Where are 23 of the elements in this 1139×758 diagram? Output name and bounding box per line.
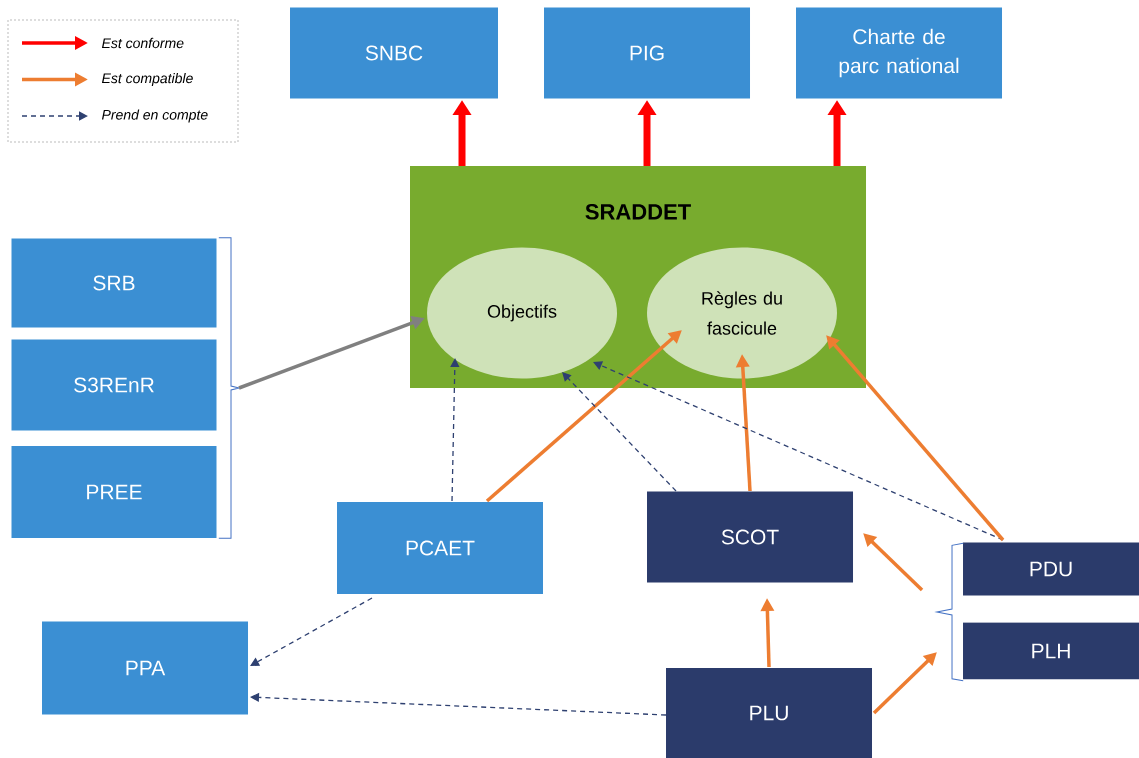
process-box: PDU xyxy=(963,542,1139,596)
process-box: PREE xyxy=(11,446,217,538)
legend-label: Est conforme xyxy=(101,37,184,49)
process-box: PCAET xyxy=(337,502,543,594)
process-box: PLH xyxy=(963,622,1139,680)
process-box: PIG xyxy=(544,7,750,99)
process-box: PPA xyxy=(42,621,248,715)
bracket xyxy=(936,542,964,682)
legend-label: Prend en compte xyxy=(101,109,208,123)
process-box: SNBC xyxy=(290,7,498,99)
process-box: SRB xyxy=(11,238,217,328)
arrow xyxy=(872,652,937,715)
arrow xyxy=(250,597,373,666)
arrow xyxy=(562,372,677,492)
process-box: PLU xyxy=(666,668,872,758)
ellipse-node: Objectifs xyxy=(427,247,617,379)
legend-label: Est compatible xyxy=(101,73,193,86)
process-box: Charte de parc national xyxy=(796,7,1002,99)
ellipse-node: Règles du fascicule xyxy=(647,247,837,379)
process-box: SCOT xyxy=(647,491,853,583)
arrow xyxy=(450,358,460,502)
process-box: S3REnR xyxy=(11,339,217,431)
bracket xyxy=(218,237,240,539)
